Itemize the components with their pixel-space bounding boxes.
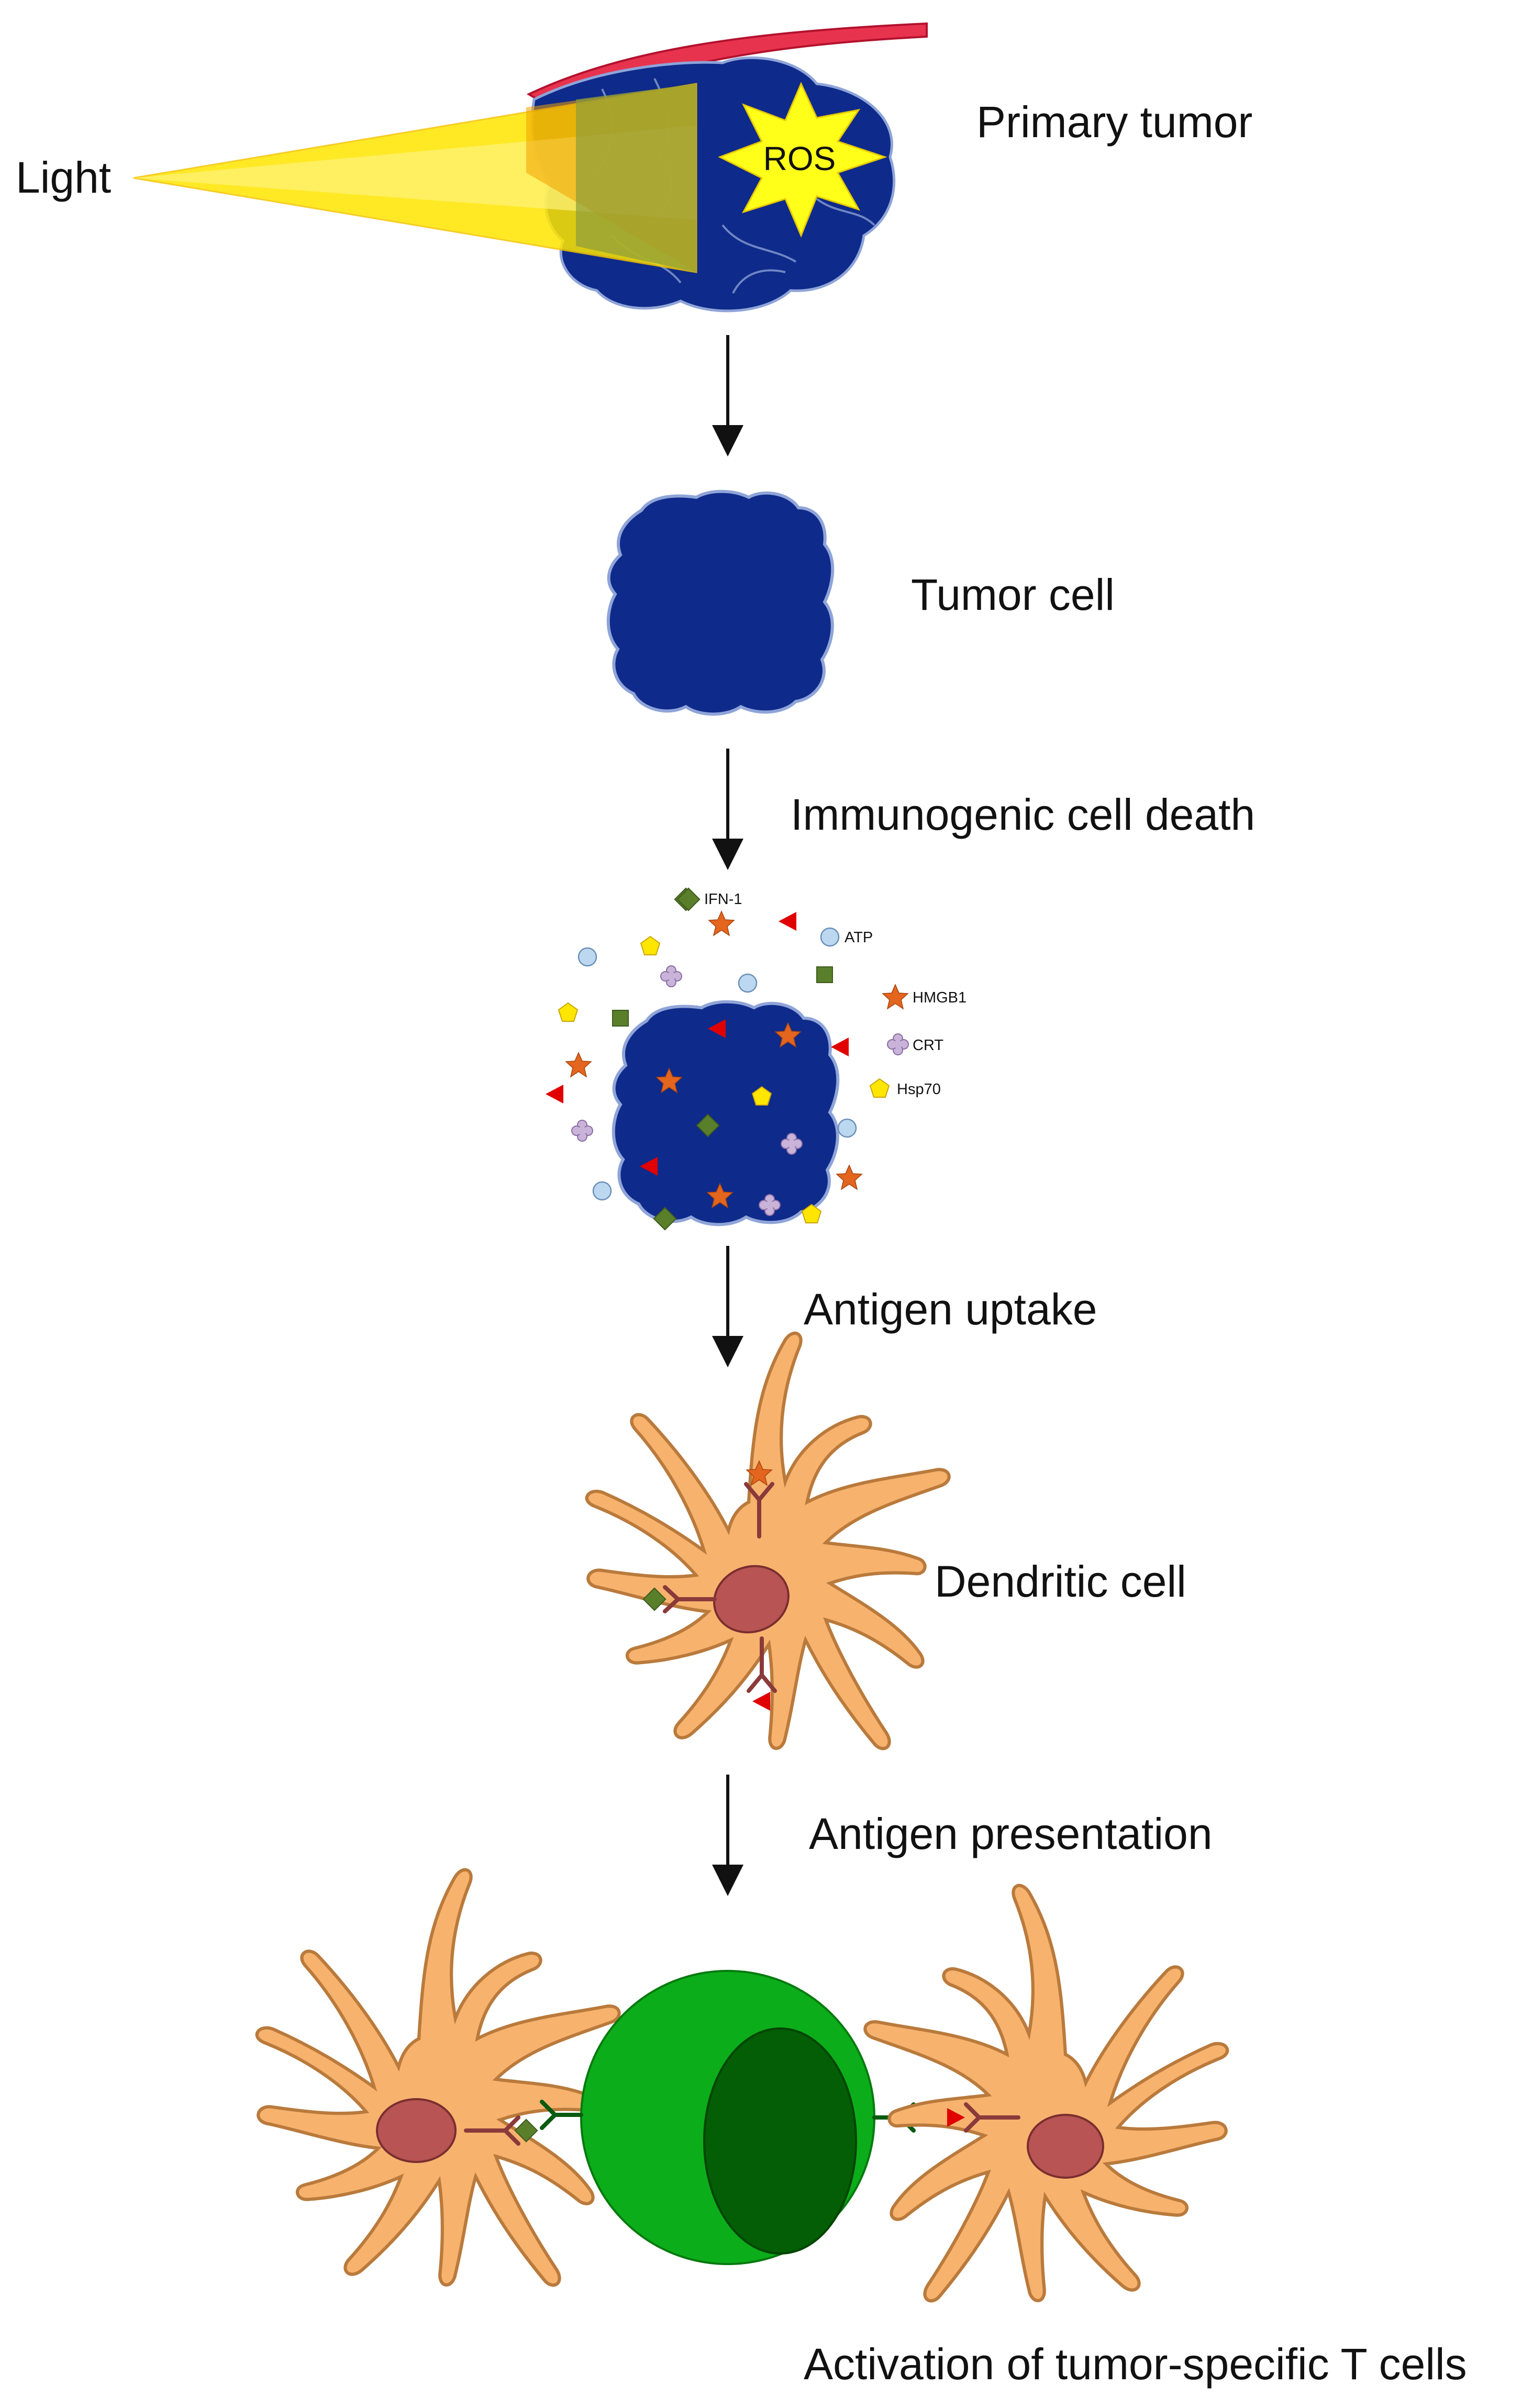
flower-icon [887, 1033, 909, 1055]
t-cell-nucleus [703, 2027, 857, 2255]
receptor-left [663, 1585, 717, 1613]
primary-tumor-label: Primary tumor [976, 97, 1252, 147]
antigen-presentation-label: Antigen presentation [809, 1809, 1213, 1858]
tcr-left [540, 2100, 583, 2130]
ros-burst [718, 82, 887, 238]
legend-hsp70: Hsp70 [870, 1078, 941, 1098]
light-filter-region [576, 84, 696, 272]
dendritic-nucleus [713, 1565, 790, 1634]
legend-ifn1: IFN-1 [676, 887, 742, 911]
t-cell [540, 1970, 916, 2265]
left-dendritic-cell [257, 1870, 619, 2285]
ros-label: ROS [763, 140, 836, 177]
dendritic-cell [587, 1333, 949, 1748]
legend-hmgb1-label: HMGB1 [913, 989, 967, 1006]
legend-atp: ATP [845, 929, 873, 946]
primary-tumor-illustration: ROS [133, 22, 928, 313]
legend-atp-label: ATP [845, 929, 873, 946]
right-dendritic-nucleus [1027, 2114, 1104, 2179]
dying-tumor-cell [546, 887, 862, 1231]
legend-hmgb1: HMGB1 [882, 984, 967, 1009]
left-dendritic-nucleus [376, 2098, 457, 2163]
legend-hsp70-label: Hsp70 [897, 1081, 941, 1098]
receptor-bottom [747, 1636, 777, 1693]
right-dendritic-cell [865, 1886, 1227, 2301]
danger-signal-bound-icon [752, 1692, 770, 1711]
immunogenic-cell-death-label: Immunogenic cell death [791, 790, 1255, 839]
star-icon [882, 984, 908, 1009]
receptor-top [744, 1482, 774, 1539]
dendritic-cell-label: Dendritic cell [935, 1557, 1186, 1606]
activation-label: Activation of tumor-specific T cells [804, 2339, 1467, 2389]
diamond-icon [676, 887, 701, 911]
tumor-cell-label: Tumor cell [911, 570, 1115, 619]
light-label: Light [16, 153, 111, 202]
damp-legend: IFN-1 ATP HMGB1 CRT Hsp70 [676, 887, 967, 1098]
antigen-uptake-label: Antigen uptake [804, 1285, 1097, 1334]
legend-crt-label: CRT [913, 1037, 943, 1054]
tumor-cell [608, 492, 832, 715]
pentagon-icon [870, 1078, 890, 1098]
legend-crt: CRT [887, 1033, 943, 1055]
legend-ifn1-label: IFN-1 [704, 891, 742, 908]
